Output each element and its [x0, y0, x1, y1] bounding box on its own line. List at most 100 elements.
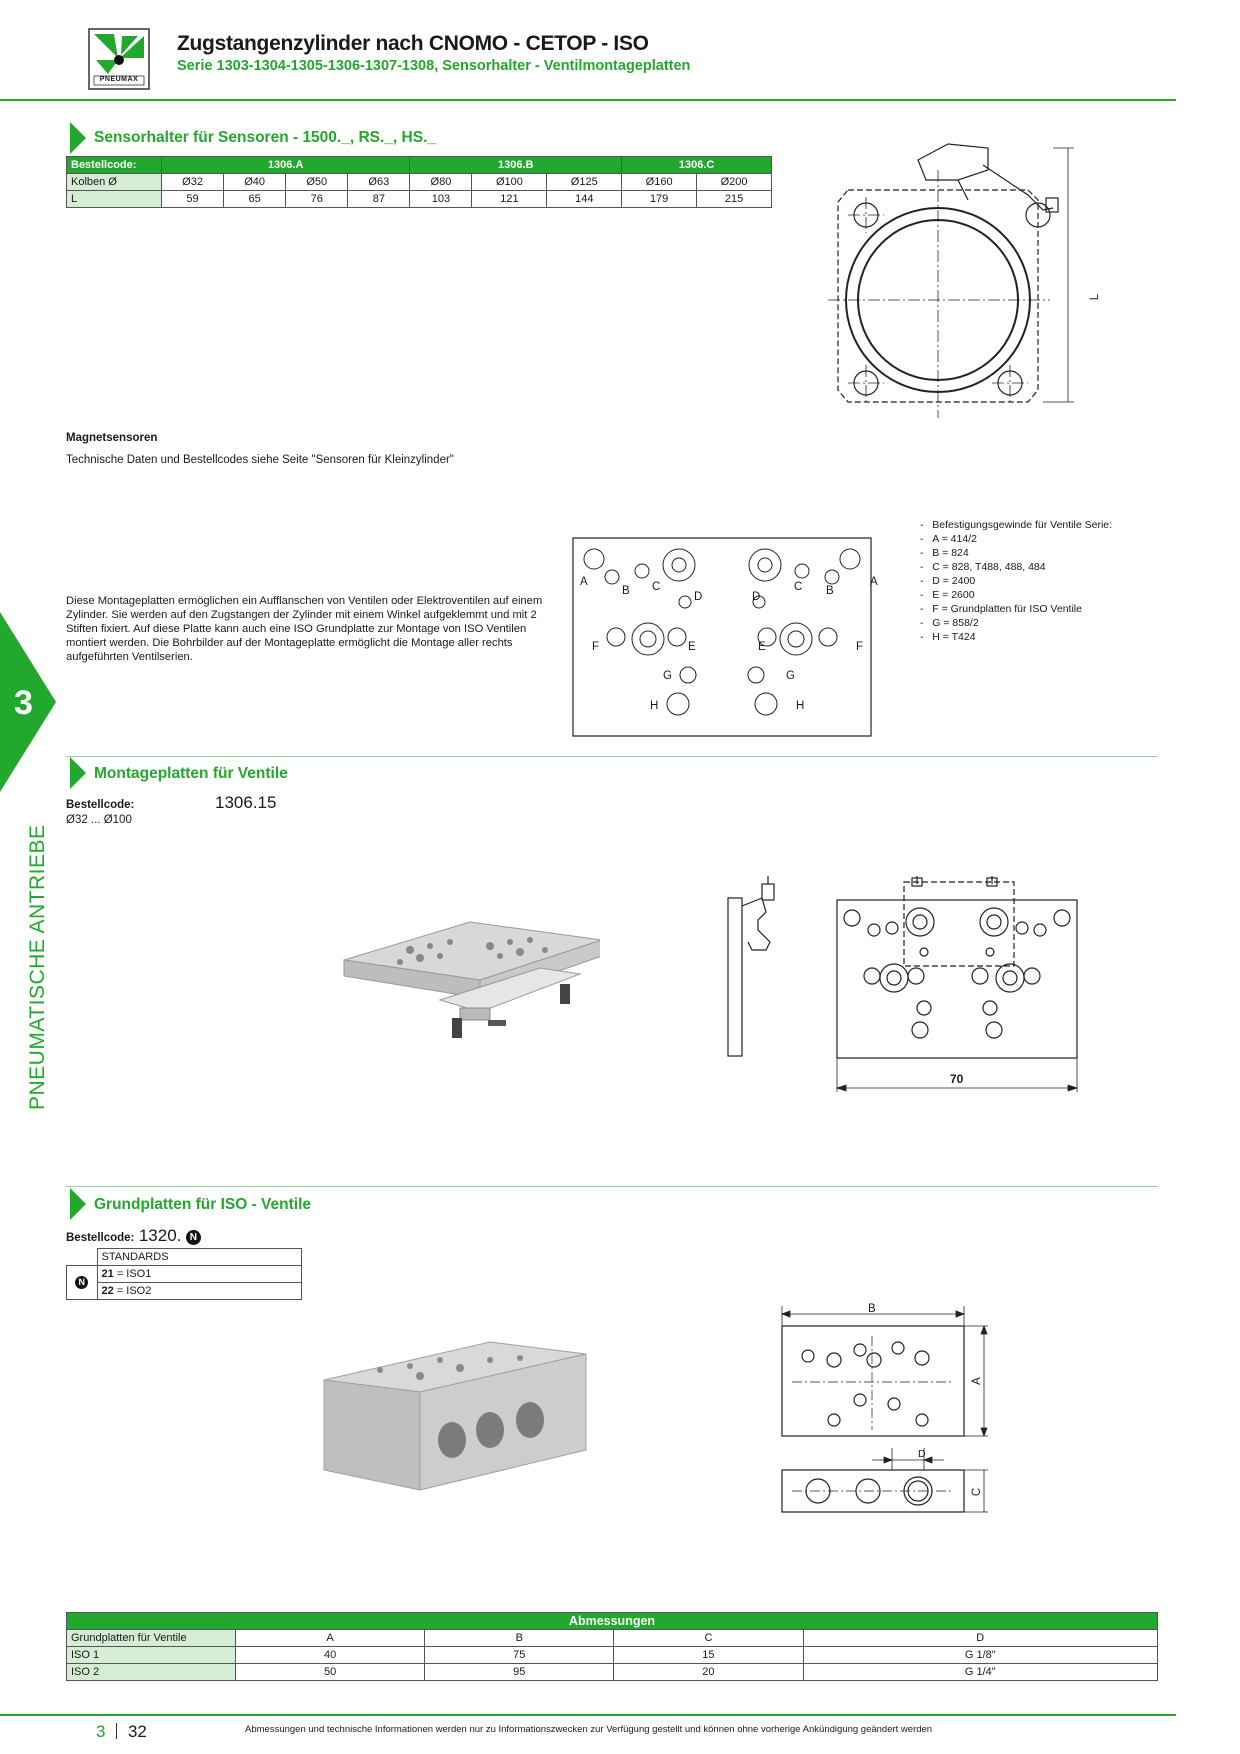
hole-label-e-right: E [758, 641, 766, 653]
dim-label-c: C [971, 1487, 984, 1497]
table-cell: 75 [424, 1646, 615, 1664]
table-cell: 179 [621, 190, 698, 208]
legend-item: - A = 414/2 [920, 533, 977, 545]
table-cell: G 1/8" [802, 1646, 1159, 1664]
table-cell: 40 [234, 1646, 426, 1664]
section-marker-icon [70, 757, 86, 789]
table-cell: 76 [285, 190, 349, 208]
iso-baseplate-image [323, 1341, 587, 1491]
legend-item: - D = 2400 [920, 575, 976, 587]
table-cell: D [802, 1629, 1159, 1647]
table-cell: Ø32 [160, 173, 225, 191]
hole-label-h-left: H [650, 700, 659, 712]
hole-label-a-right: A [870, 576, 878, 588]
table-cell: Bestellcode: [66, 156, 162, 174]
page-title: Zugstangenzylinder nach CNOMO - CETOP - … [177, 32, 649, 55]
table-cell: Abmessungen [66, 1612, 1158, 1630]
table-row: ISO 2 50 95 20 G 1/4" [66, 1663, 1159, 1681]
legend-item: - E = 2600 [920, 589, 975, 601]
hole-label-h-right: H [796, 700, 805, 712]
hole-label-e-left: E [688, 641, 696, 653]
table-cell: 20 [613, 1663, 804, 1681]
table-cell: 22 = ISO2 [96, 1282, 302, 1300]
chapter-tab: 3 [0, 612, 60, 792]
sensor-holder-table: Bestellcode: 1306.A 1306.B 1306.C Kolben… [66, 156, 772, 208]
dim-label-b: B [868, 1303, 876, 1315]
table-header-row: Grundplatten für Ventile A B C D [66, 1629, 1159, 1647]
standards-table: STANDARDS N 21 = ISO1 22 = ISO2 [66, 1248, 302, 1300]
code-marker-icon: N [75, 1276, 89, 1289]
table-cell: Ø125 [546, 173, 623, 191]
table-cell: A [234, 1629, 426, 1647]
hole-label-f-right: F [856, 641, 864, 653]
logo: PNEUMAX [88, 28, 150, 90]
table-cell: 95 [424, 1663, 615, 1681]
magnet-text: Technische Daten und Bestellcodes siehe … [66, 454, 454, 466]
table-title-row: Abmessungen [66, 1612, 1158, 1630]
hole-label-g-right: G [786, 670, 795, 682]
sensor-holder-drawing [828, 143, 1074, 418]
table-cell: STANDARDS [96, 1248, 302, 1266]
table-cell: Ø63 [347, 173, 411, 191]
dim-label-a: A [970, 1377, 983, 1385]
order-code-value: 1306.15 [215, 793, 277, 812]
table-cell: 1306.C [621, 156, 772, 174]
iso-order-code: Bestellcode: 1320. N [66, 1226, 201, 1246]
table-row: 22 = ISO2 [67, 1282, 302, 1300]
table-cell: C [613, 1629, 804, 1647]
legend-item: - Befestigungsgewinde für Ventile Serie: [920, 519, 1113, 531]
table-cell: 21 = ISO1 [96, 1265, 302, 1283]
legend-item: - G = 858/2 [920, 617, 979, 629]
order-code-value: 1320. [138, 1226, 182, 1245]
table-cell: 144 [546, 190, 623, 208]
hole-label-b-right: B [826, 585, 834, 597]
table-cell: G 1/4" [802, 1663, 1159, 1681]
section-title-sensor-holder: Sensorhalter für Sensoren - 1500._, RS._… [94, 129, 436, 146]
hole-label-c-right: C [794, 581, 803, 593]
legend-item: - F = Grundplatten für ISO Ventile [920, 603, 1082, 615]
hole-pattern-drawing [572, 537, 872, 737]
order-code-label: Bestellcode: [66, 1232, 135, 1244]
dim-label-70: 70 [950, 1072, 964, 1086]
table-cell: Ø80 [409, 173, 473, 191]
order-code-label: Bestellcode: [66, 799, 135, 811]
section-divider [66, 1186, 1158, 1187]
valve-series-legend: - Befestigungsgewinde für Ventile Serie:… [920, 518, 1112, 644]
page-number: 3 32 [96, 1722, 147, 1742]
table-cell: ISO 1 [66, 1646, 236, 1664]
legend-item: - C = 828, T488, 488, 484 [920, 561, 1046, 573]
footer-divider [116, 1723, 118, 1739]
hole-label-g-left: G [663, 670, 672, 682]
table-cell: 87 [347, 190, 411, 208]
hole-label-f-left: F [592, 641, 600, 653]
hole-label-c-left: C [652, 581, 661, 593]
footer-page: 32 [127, 1722, 147, 1741]
table-row: STANDARDS [66, 1248, 302, 1266]
table-header-row: Bestellcode: 1306.A 1306.B 1306.C [66, 156, 772, 174]
table-cell: ISO 2 [66, 1663, 236, 1681]
table-cell: 215 [696, 190, 772, 208]
table-cell: Ø40 [223, 173, 287, 191]
section-title-mounting-plates: Montageplatten für Ventile [94, 765, 288, 782]
plates-intro-text: Diese Montageplatten ermöglichen ein Auf… [66, 595, 543, 663]
table-cell: B [424, 1629, 615, 1647]
hole-label-a-left: A [580, 576, 588, 588]
table-cell [66, 1248, 98, 1266]
header-rule [0, 99, 1176, 101]
legend-item: - B = 824 [920, 547, 969, 559]
table-cell: 50 [234, 1663, 426, 1681]
hole-label-d-right: D [752, 591, 761, 603]
table-cell: L [66, 190, 162, 208]
table-cell: N [66, 1265, 98, 1300]
footer-chapter: 3 [96, 1722, 106, 1741]
table-cell: Ø160 [621, 173, 698, 191]
table-cell: 1306.B [409, 156, 623, 174]
code-marker-icon: N [185, 1230, 201, 1245]
section-divider [66, 756, 1158, 757]
mounting-plate-image [343, 921, 600, 1038]
iso-baseplate-drawing [780, 1306, 988, 1513]
hole-label-b-left: B [622, 585, 630, 597]
hole-label-d-left: D [694, 591, 703, 603]
dim-label-d: D [918, 1448, 926, 1460]
dimensions-table: Abmessungen Grundplatten für Ventile A B… [66, 1612, 1159, 1681]
